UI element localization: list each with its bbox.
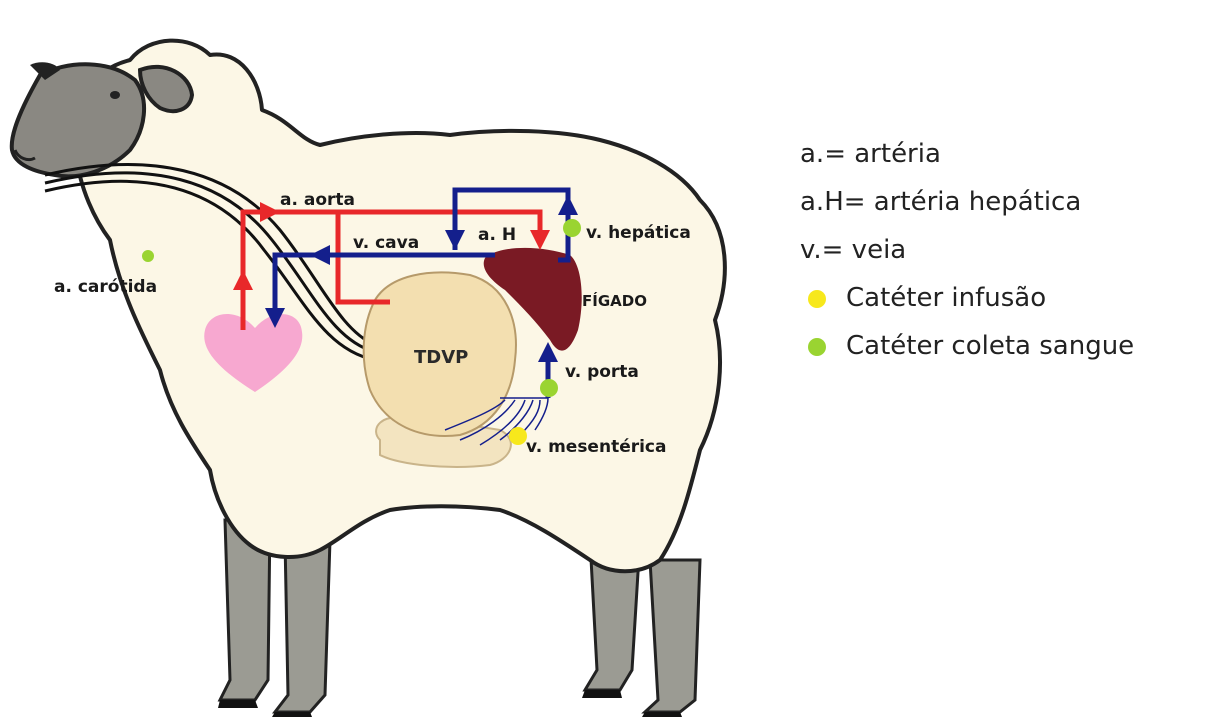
green-dot-icon bbox=[808, 338, 826, 356]
label-hepatic-artery: a. H bbox=[478, 225, 516, 245]
legend-text-vein: v.= veia bbox=[800, 235, 906, 265]
legend: a.= artéria a.H= artéria hepática v.= ve… bbox=[800, 130, 1200, 370]
label-aorta: a. aorta bbox=[280, 190, 355, 210]
label-carotid: a. carótida bbox=[54, 277, 157, 297]
legend-item-collection: Catéter coleta sangue bbox=[800, 322, 1200, 370]
collection-dot-hepatic bbox=[563, 219, 581, 237]
yellow-dot-icon bbox=[808, 290, 826, 308]
label-hepatic-vein: v. hepática bbox=[586, 223, 691, 243]
legend-text-hepatic-artery: a.H= artéria hepática bbox=[800, 187, 1081, 217]
collection-dot-carotid bbox=[142, 250, 154, 262]
label-cava: v. cava bbox=[353, 233, 419, 253]
label-mesenteric-vein: v. mesentérica bbox=[526, 437, 666, 457]
legend-item-artery: a.= artéria bbox=[800, 130, 1200, 178]
legend-text-collection: Catéter coleta sangue bbox=[846, 331, 1134, 361]
label-liver: FÍGADO bbox=[582, 291, 647, 310]
label-portal-vein: v. porta bbox=[565, 362, 639, 382]
infusion-dot-mesenteric bbox=[509, 427, 527, 445]
legend-item-hepatic-artery: a.H= artéria hepática bbox=[800, 178, 1200, 226]
legend-text-infusion: Catéter infusão bbox=[846, 283, 1046, 313]
legend-item-infusion: Catéter infusão bbox=[800, 274, 1200, 322]
legend-item-vein: v.= veia bbox=[800, 226, 1200, 274]
legend-text-artery: a.= artéria bbox=[800, 139, 941, 169]
tdvp-label: TDVP bbox=[414, 347, 468, 368]
collection-dot-portal bbox=[540, 379, 558, 397]
